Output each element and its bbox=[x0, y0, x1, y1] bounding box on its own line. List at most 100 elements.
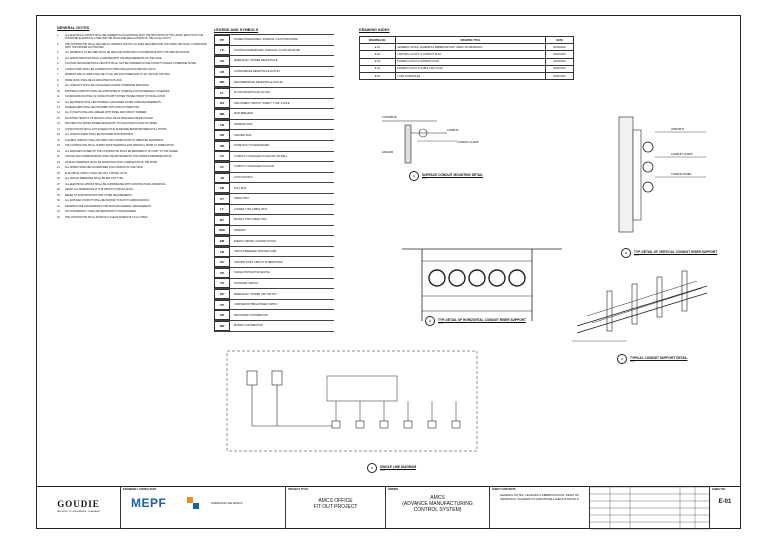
legend-text: DISCONNECT SWITCH, SAFETY TYPE, 2-POLE bbox=[234, 101, 290, 105]
sld-branches bbox=[331, 401, 461, 429]
sheet-contents-cell: SHEET CONTENTS GENERAL NOTES, LEGENDS & … bbox=[490, 487, 590, 529]
legend-text: GROUND ROD bbox=[234, 133, 252, 137]
legend-text: PULL BOX bbox=[234, 186, 247, 190]
note-number: 24. bbox=[57, 166, 61, 170]
detail-1-number: 1 bbox=[409, 171, 419, 181]
legend-symbol-icon: BD bbox=[214, 320, 230, 331]
note-text: ANY DISCREPANCY SHALL BE REPORTED TO THE… bbox=[65, 210, 137, 214]
note-text: VERIFY ALL DIMENSIONS AT SITE PRIOR TO I… bbox=[65, 188, 134, 192]
conduit-circle bbox=[468, 269, 486, 287]
note-item: 15. MOUNTING HEIGHTS OF DEVICES SHALL BE … bbox=[57, 117, 207, 120]
note-number: 12. bbox=[57, 100, 61, 104]
detail-2-label: 2 TYP. DETAIL OF VERTICAL CONDUIT RISER … bbox=[621, 248, 717, 258]
table-cell: POWER LAYOUT & CONDUIT PLAN bbox=[394, 57, 547, 66]
note-text: ELECTRICAL SUPPLY SHALL BE 230V, 3 PHASE… bbox=[65, 171, 128, 175]
conduit-circle bbox=[428, 269, 446, 287]
legend-symbol-icon: EP bbox=[214, 289, 230, 300]
note-number: 1. bbox=[57, 34, 59, 37]
note-text: CONDUCTORS SHALL BE COPPER WITH THHN INS… bbox=[65, 67, 156, 71]
legend-text: EMERGENCY POWER RECEPTACLE bbox=[234, 59, 278, 63]
table-cell: GENERAL NOTES, LEGENDS & ABBREVIATIONS, … bbox=[394, 43, 547, 52]
consultant-logo: MEPF bbox=[131, 496, 167, 510]
detail-4-drawing bbox=[572, 270, 708, 342]
detail-5-number: 5 bbox=[367, 463, 377, 473]
note-item: 28.VERIFY ALL DIMENSIONS AT SITE PRIOR T… bbox=[57, 188, 207, 191]
note-number: 20. bbox=[57, 144, 61, 148]
detail-2-callout: CONDUIT RISER bbox=[671, 172, 692, 176]
legend-text: WIREWAY bbox=[234, 228, 246, 232]
note-number: 21. bbox=[57, 149, 61, 153]
note-number: 31. bbox=[57, 204, 61, 208]
drawing-sheet: GENERAL NOTES 1.ALL ELECTRICAL WORKS SHA… bbox=[36, 15, 741, 530]
note-item: 33.THE CONTRACTOR SHALL MAINTAIN A CLEAN… bbox=[57, 216, 207, 219]
note-number: 15. bbox=[57, 116, 61, 120]
note-text: ALL CIRCUIT BREAKERS SHALL BE BOLT-ON TY… bbox=[65, 177, 124, 181]
table-cell: POWER LAYOUT & CABLE TRAY PLAN bbox=[394, 64, 547, 73]
note-text: MOUNTING HEIGHTS OF DEVICES SHALL BE AS … bbox=[65, 116, 154, 120]
legend-text: WEATHERPROOF RECEPTACLE OUTLET bbox=[234, 80, 283, 84]
legend-symbol-icon: EM bbox=[214, 236, 230, 247]
legend-text: CONDUIT CONCEALED IN CEILING OR WALL bbox=[234, 154, 288, 158]
legend-symbol-icon: SS bbox=[214, 55, 230, 66]
legend-text: SURGE PROTECTIVE DEVICE bbox=[234, 271, 270, 275]
legend-symbol-icon: PB bbox=[214, 183, 230, 194]
legend-symbol-icon: CF bbox=[214, 161, 230, 172]
note-item: 4.ALL WIRING METHODS SHALL CONFORM WITH … bbox=[57, 57, 207, 60]
note-item: 1. ALL ELECTRICAL WORKS SHALL BE CARRIED … bbox=[57, 34, 207, 40]
note-number: 16. bbox=[57, 122, 61, 126]
legend-text: MAIN BREAKER bbox=[234, 112, 253, 116]
note-text: ALL CONDUIT ENDS SHALL BE PROVIDED WITH … bbox=[65, 133, 134, 137]
note-item: 7.MINIMUM SIZE OF WIRE SHALL BE 3.5 SQ. … bbox=[57, 73, 207, 76]
legend-symbol-icon: SP bbox=[214, 267, 230, 278]
note-number: 3. bbox=[57, 51, 59, 55]
sld-panel-box bbox=[427, 420, 437, 429]
note-item: 3.ALL MATERIALS TO BE USED SHALL BE NEW … bbox=[57, 51, 207, 54]
detail-5-scale: NTS bbox=[380, 468, 385, 472]
note-text: PROVIDE PULL BOXES WHERE NECESSARY TO FA… bbox=[65, 122, 158, 126]
legend-symbol-icon: FL bbox=[214, 87, 230, 98]
note-text: ALL ELECTRICAL WORKS SHALL BE CARRIED IN… bbox=[65, 34, 203, 41]
legend-row: SS EMERGENCY POWER RECEPTACLE bbox=[214, 55, 334, 67]
legend-symbol-icon: LP bbox=[214, 45, 230, 56]
note-text: ALL DAMAGES CAUSED BY THE CONTRACTOR SHA… bbox=[65, 149, 179, 153]
note-item: 21. ALL DAMAGES CAUSED BY THE CONTRACTOR … bbox=[57, 150, 207, 153]
legend-row: EM ENERGY METER, KILOWATT-HOUR bbox=[214, 236, 334, 247]
notes-list: 1. ALL ELECTRICAL WORKS SHALL BE CARRIED … bbox=[57, 34, 207, 219]
note-text: REFER TO SPECIFICATIONS FOR OTHER REQUIR… bbox=[65, 193, 133, 197]
table-cell: E-02 bbox=[359, 50, 396, 59]
consultant-header: ENGINEER / CONSULTANT bbox=[123, 488, 157, 491]
note-item: 17.CONDUIT RUNS SHALL NOT EXCEED FOUR 90… bbox=[57, 128, 207, 131]
legend-symbol-icon: HR bbox=[214, 140, 230, 151]
note-item: 9.ALL CONDUITS SHALL BE CONCEALED UNLESS… bbox=[57, 84, 207, 87]
owner-cell: OWNER AMCS (ADVANCE MANUFACTURING CONTRO… bbox=[386, 487, 490, 529]
legend-symbol-icon: PP bbox=[214, 34, 230, 45]
legend-text: CIRCUIT BREAKER, MOLDED CASE bbox=[234, 250, 277, 254]
detail-2-drawing: UNISTRUT CONDUIT CLAMP CONDUIT RISER bbox=[618, 116, 706, 233]
detail-4-number: 4 bbox=[617, 354, 627, 364]
sld-panel-box bbox=[451, 420, 461, 429]
note-item: 22.TESTING AND COMMISSIONING SHALL BE WI… bbox=[57, 155, 207, 158]
company-name: GOUDIE bbox=[57, 499, 100, 509]
note-text: TESTING AND COMMISSIONING SHALL BE WITNE… bbox=[65, 155, 172, 159]
note-number: 14. bbox=[57, 111, 61, 115]
legend-text: ENERGY METER, KILOWATT-HOUR bbox=[234, 239, 276, 243]
drawing-index-header: DATE bbox=[545, 35, 574, 45]
legend-symbol-icon: WP bbox=[214, 77, 230, 88]
project-title-line-2: FIT OUT PROJECT bbox=[313, 504, 358, 510]
detail-5-drawing bbox=[226, 350, 478, 452]
legend-symbol-icon: WW bbox=[214, 225, 230, 236]
